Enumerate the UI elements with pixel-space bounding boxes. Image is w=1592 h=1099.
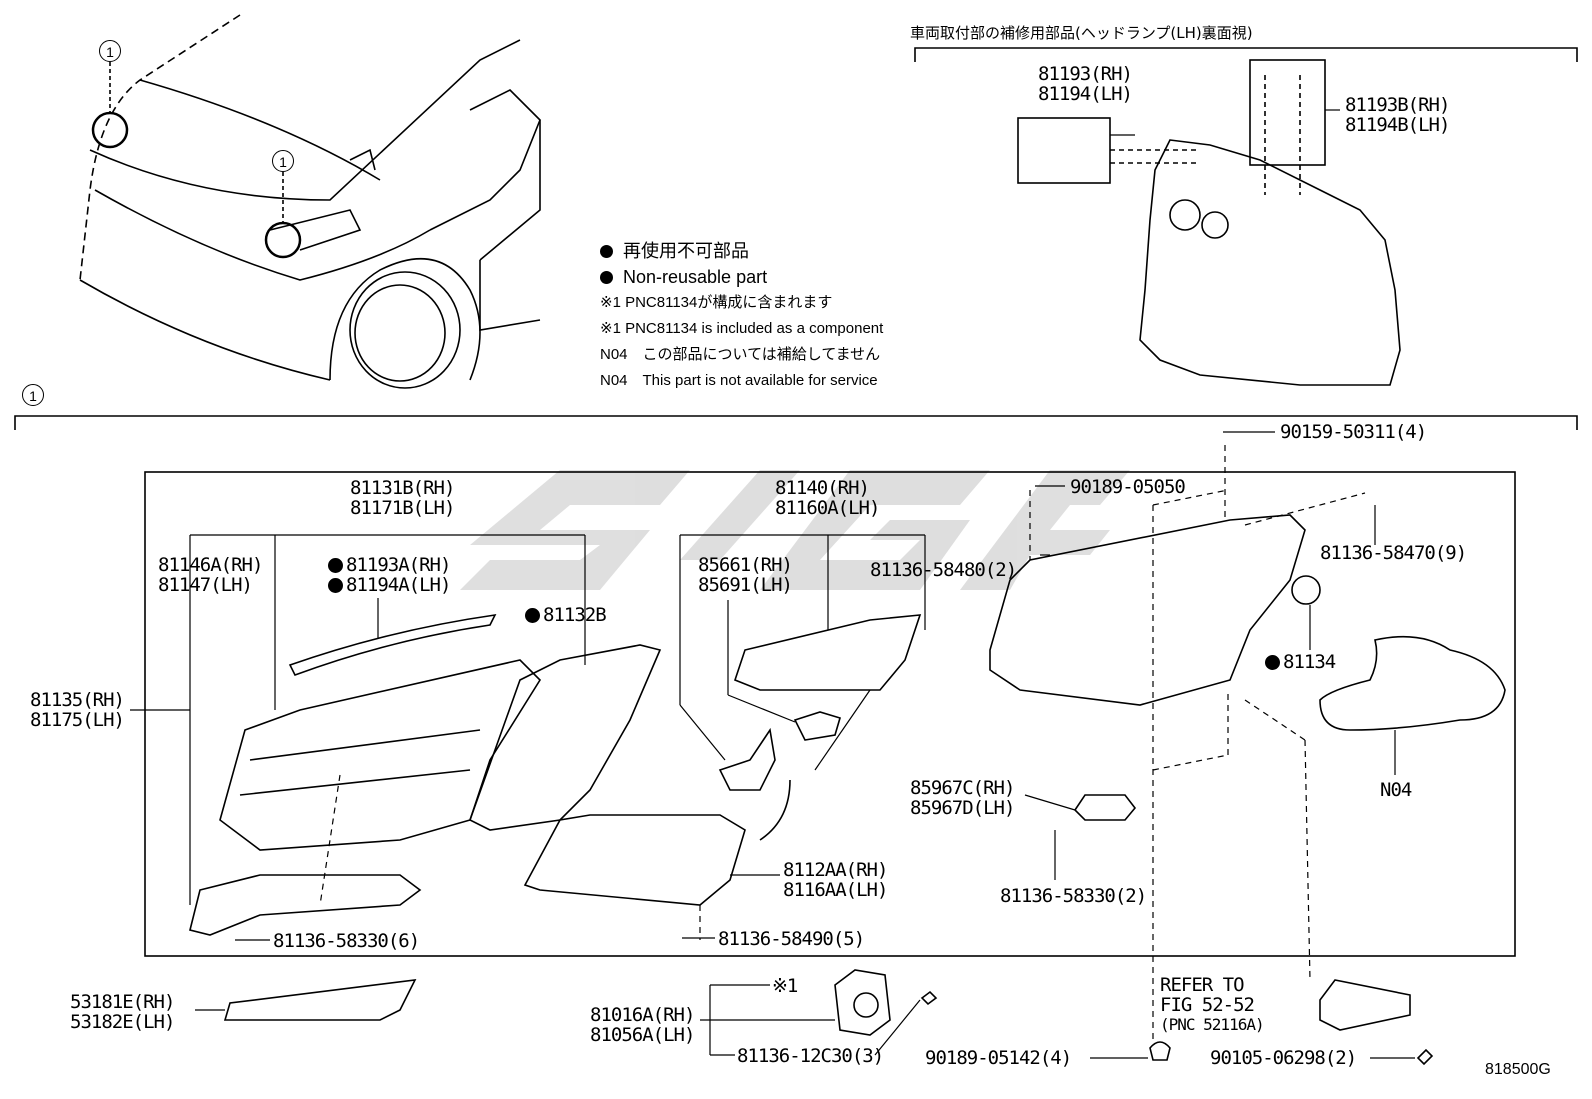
label-note-1: ※1	[772, 975, 798, 997]
label-81136-58480: 81136-58480(2)	[870, 559, 1017, 581]
part-number: 53182E(LH)	[70, 1011, 175, 1033]
label-53181E: 53181E(RH)53182E(LH)	[70, 991, 175, 1033]
trim-strip	[288, 613, 497, 676]
actuator	[834, 969, 891, 1036]
part-number: 81194B(LH)	[1345, 114, 1450, 136]
part-number: 81131B(RH)	[350, 477, 455, 499]
label-90189-05142: 90189-05142(4)	[925, 1047, 1072, 1069]
label-81146A: 81146A(RH)81147(LH)	[158, 554, 263, 596]
label-85661: 85661(RH)85691(LH)	[698, 554, 793, 596]
label-81193: 81193(RH)81194(LH)	[1038, 63, 1133, 105]
header-note: 車両取付部の補修用部品(ヘッドランプ(LH)裏面視)	[910, 24, 1253, 42]
headlamp-locator-upper	[91, 111, 129, 149]
label-81193A: 81193A(RH)81194A(LH)	[328, 555, 451, 595]
part-number: 81146A(RH)	[158, 554, 263, 576]
part-number: 8116AA(LH)	[783, 879, 888, 901]
label-81136-58330-6: 81136-58330(6)	[273, 930, 420, 952]
legend-row-1: 再使用不可部品	[600, 238, 883, 264]
part-number: 53181E(RH)	[70, 991, 175, 1013]
label-85967: 85967C(RH)85967D(LH)	[910, 777, 1015, 819]
legend-row-5: N04 この部品については補給してません	[600, 346, 881, 363]
label-90189-05050: 90189-05050	[1070, 476, 1186, 498]
part-number: 81171B(LH)	[350, 497, 455, 519]
label-81136-58330-2: 81136-58330(2)	[1000, 885, 1147, 907]
part-number: 85691(LH)	[698, 574, 793, 596]
part-number: 81135(RH)	[30, 689, 125, 711]
refer-text: (PNC 52116A)	[1160, 1015, 1265, 1034]
lens-cover	[219, 659, 542, 851]
vehicle-outline	[79, 14, 541, 389]
legend-row-2: Non-reusable part	[600, 264, 883, 290]
label-90105-06298: 90105-06298(2)	[1210, 1047, 1357, 1069]
drl-unit	[523, 814, 746, 906]
part-number: 81160A(LH)	[775, 497, 880, 519]
part-number: 81175(LH)	[30, 709, 125, 731]
headlamp-back-view	[1139, 139, 1401, 386]
label-81131B: 81131B(RH)81171B(LH)	[350, 477, 455, 519]
ecu-box	[1073, 794, 1137, 821]
callout-1-lower: 1	[272, 150, 294, 172]
label-81140: 81140(RH)81160A(LH)	[775, 477, 880, 519]
part-number: 85967C(RH)	[910, 777, 1015, 799]
bracket-small	[718, 727, 776, 791]
callout-1-main: 1	[22, 384, 44, 406]
refer-text: REFER TO	[1160, 974, 1245, 996]
label-81134: 81134	[1265, 652, 1336, 672]
callout-1-upper: 1	[99, 40, 121, 62]
label-81132B: 81132B	[525, 605, 607, 625]
label-81193B: 81193B(RH)81194B(LH)	[1345, 94, 1450, 136]
legend-row-6: N04 This part is not available for servi…	[600, 372, 878, 389]
part-number: 81056A(LH)	[590, 1024, 695, 1046]
label-81135: 81135(RH)81175(LH)	[30, 689, 125, 731]
part-number: 81193A(RH)	[328, 555, 451, 575]
label-8112AA: 8112AA(RH)8116AA(LH)	[783, 859, 888, 901]
o-ring	[1291, 575, 1321, 605]
part-number: 85661(RH)	[698, 554, 793, 576]
part-number: 81016A(RH)	[590, 1004, 695, 1026]
lower-bracket	[189, 874, 422, 936]
seal-gasket	[469, 644, 662, 831]
legend-text: Non-reusable part	[623, 267, 768, 287]
label-90159-50311: 90159-50311(4)	[1280, 421, 1427, 443]
legend-text: 再使用不可部品	[623, 241, 749, 261]
legend: 再使用不可部品 Non-reusable part ※1 PNC81134が構成…	[600, 238, 883, 394]
label-81016A: 81016A(RH)81056A(LH)	[590, 1004, 695, 1046]
legend-row-3: ※1 PNC81134が構成に含まれます	[600, 294, 833, 311]
label-81136-12C30: 81136-12C30(3)	[737, 1045, 884, 1067]
inner-projector	[734, 614, 922, 691]
figure-id: 818500G	[1485, 1061, 1551, 1078]
part-number: 81193(RH)	[1038, 63, 1133, 85]
part-number: 81193B(RH)	[1345, 94, 1450, 116]
label-N04: N04	[1380, 779, 1412, 801]
label-81136-58470: 81136-58470(9)	[1320, 542, 1467, 564]
leader-lines	[130, 109, 1415, 1059]
part-number: 8112AA(RH)	[783, 859, 888, 881]
bullet-icon	[600, 271, 613, 284]
dashed-guides	[319, 445, 1366, 1040]
trim-cover-53181E	[223, 979, 417, 1021]
bracket-right	[1319, 979, 1411, 1031]
part-number: 81194A(LH)	[328, 575, 451, 595]
part-number: 81140(RH)	[775, 477, 870, 499]
wire-harness	[1319, 635, 1506, 731]
part-number: 81194(LH)	[1038, 83, 1133, 105]
refer-text: FIG 52-52	[1160, 994, 1255, 1016]
part-number: 85967D(LH)	[910, 797, 1015, 819]
legend-row-4: ※1 PNC81134 is included as a component	[600, 320, 884, 337]
bullet-icon	[600, 245, 613, 258]
watermark-logo	[460, 470, 1130, 590]
headlamp-locator-lower	[264, 221, 302, 259]
led-driver	[793, 711, 841, 741]
label-81136-58490: 81136-58490(5)	[718, 928, 865, 950]
part-number: 81147(LH)	[158, 574, 253, 596]
